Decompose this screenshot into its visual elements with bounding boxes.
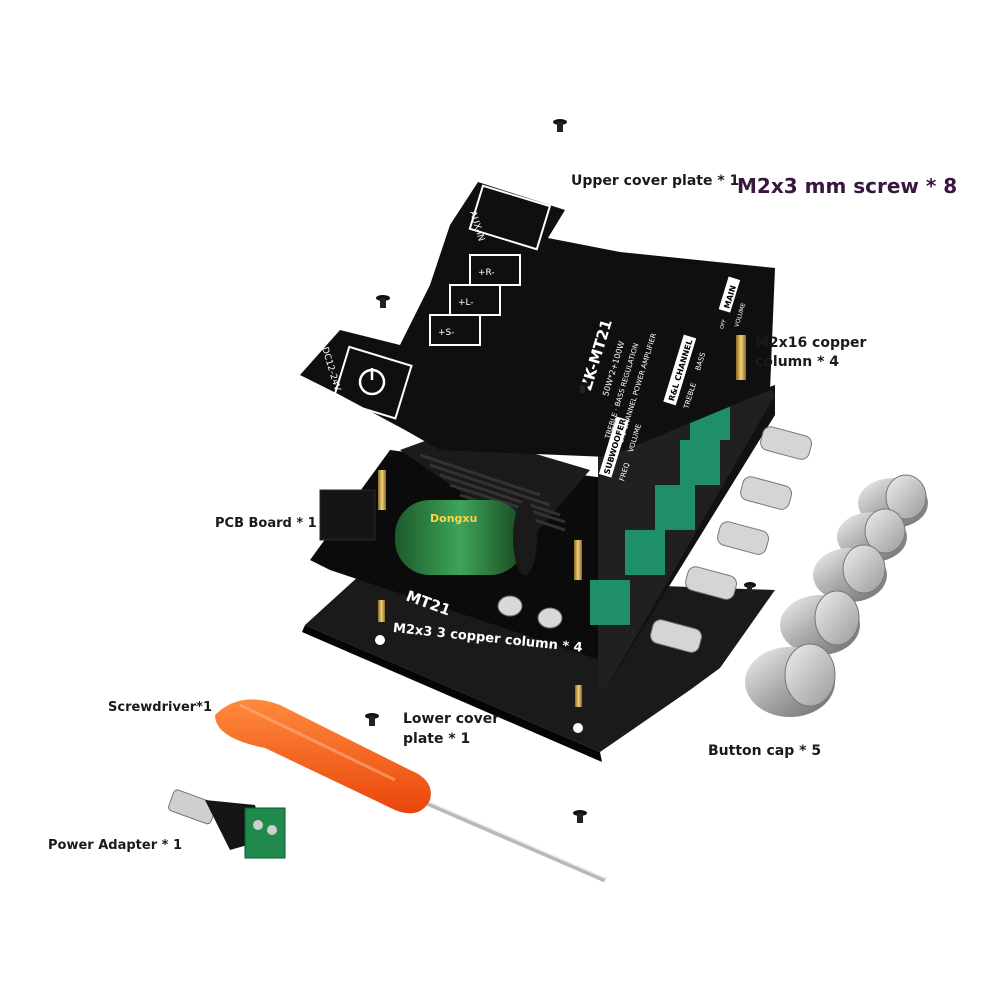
screw-icon <box>744 582 756 593</box>
screw-icon <box>573 810 587 823</box>
copper-standoff <box>575 685 582 707</box>
speaker-terminal-icons: +R- +L- +S- <box>429 254 521 346</box>
power-box <box>331 345 413 420</box>
potentiometer <box>680 440 720 485</box>
capacitor-brand-text: Dongxu <box>430 512 477 525</box>
button-cap <box>780 590 860 655</box>
potentiometer <box>625 530 665 575</box>
button-caps <box>745 474 928 717</box>
potentiometer <box>590 580 630 625</box>
power-adapter <box>168 789 286 859</box>
button-cap <box>745 643 836 717</box>
s-terminal-label: +S- <box>438 328 455 338</box>
small-capacitors <box>497 595 563 629</box>
off-label: OFF <box>719 319 728 330</box>
aux-in-box <box>468 184 552 251</box>
screw-icon <box>376 295 390 308</box>
l-terminal-label: +L- <box>458 298 474 308</box>
pcb-board-label: PCB Board * 1 <box>215 516 317 531</box>
r-terminal-label: +R- <box>478 268 495 278</box>
copper-standoff <box>378 470 386 510</box>
lower-cover-label-line1: Lower cover <box>403 711 500 727</box>
dc-jack <box>319 489 376 541</box>
copper-standoff <box>378 600 385 622</box>
screws <box>365 119 756 823</box>
lower-cover-label-line2: plate * 1 <box>403 731 471 747</box>
upper-cover-plate-label: Upper cover plate * 1 <box>571 173 740 189</box>
button-cap <box>813 544 887 602</box>
copper-standoff <box>574 540 582 580</box>
power-adapter-label: Power Adapter * 1 <box>48 838 183 853</box>
pcb-board: Dongxu MT21 <box>310 430 640 707</box>
knob-shafts <box>650 426 812 653</box>
screwdriver-label: Screwdriver*1 <box>108 700 213 715</box>
screw-icon <box>553 119 567 132</box>
copper-column-16-label-line2: column * 4 <box>755 354 840 370</box>
screwdriver <box>215 699 606 883</box>
button-cap-label: Button cap * 5 <box>708 743 822 759</box>
potentiometers <box>590 395 730 625</box>
front-panel <box>598 385 775 690</box>
potentiometer <box>655 485 695 530</box>
m2x16-copper-column <box>736 335 746 380</box>
capacitor: Dongxu <box>395 500 537 575</box>
screw-icon <box>365 713 379 726</box>
lower-cover-plate <box>302 573 775 762</box>
heatsink <box>400 430 590 540</box>
screw-label: M2x3 mm screw * 8 <box>737 174 958 198</box>
screw-icon <box>577 382 589 393</box>
copper-column-16-label-line1: M2x16 copper <box>755 335 867 351</box>
